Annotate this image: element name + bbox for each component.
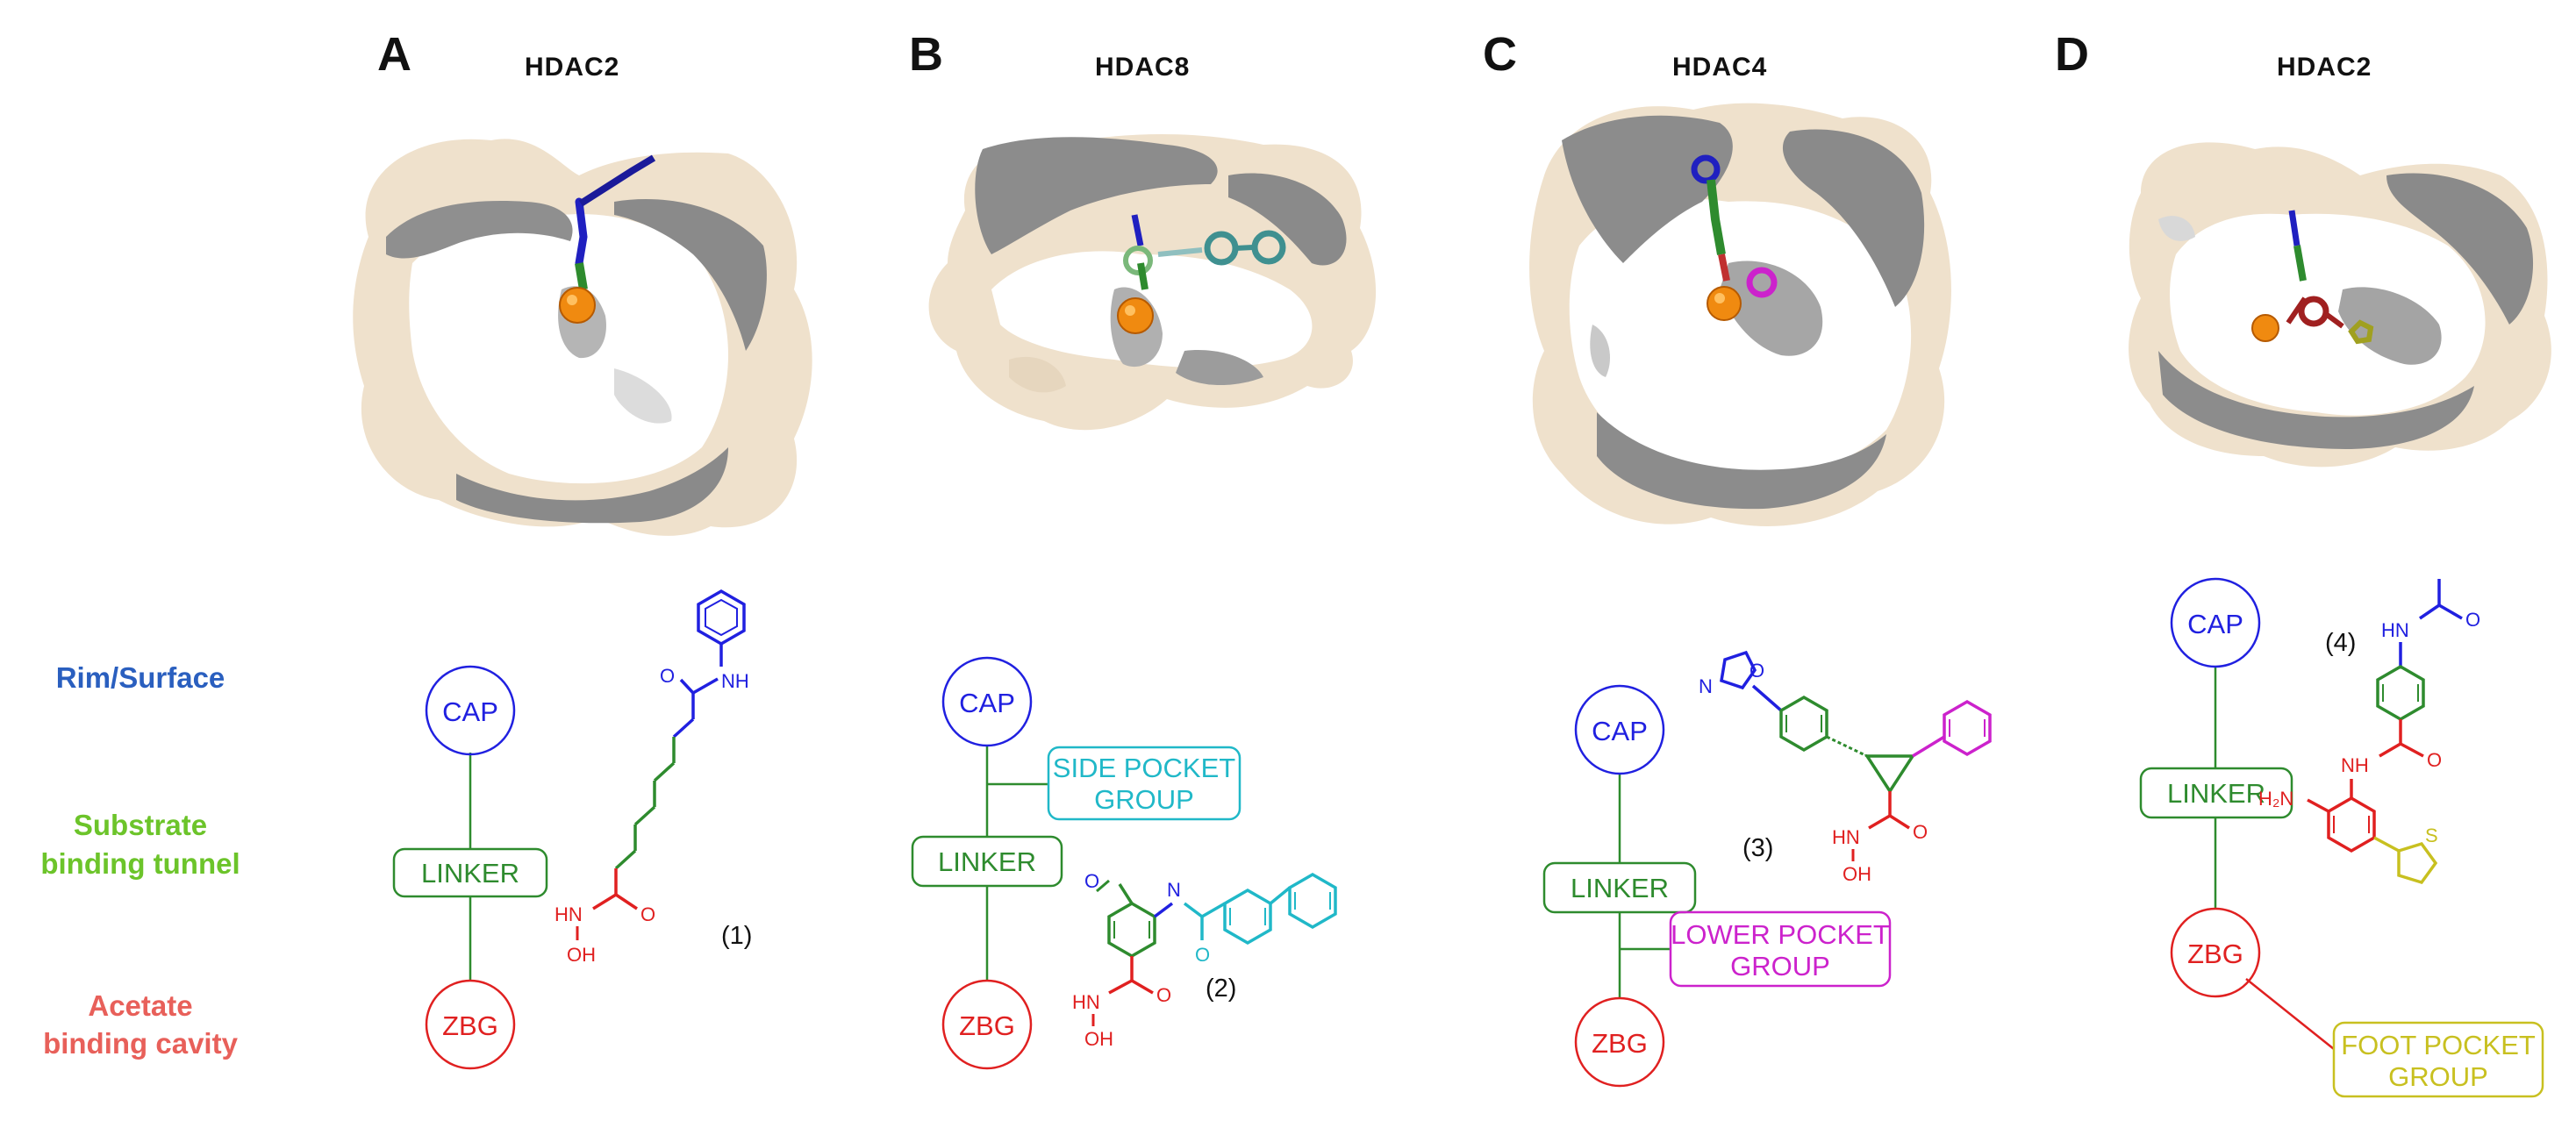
zinc-ion-c [1707, 286, 1742, 321]
row-label-tunnel-1: Substrate [74, 809, 207, 841]
compound-2-label: (2) [1206, 974, 1236, 1003]
atom-nh-4: NH [2341, 754, 2369, 776]
foot-pocket-label-2: GROUP [2388, 1061, 2488, 1092]
row-label-cavity-1: Acetate [88, 989, 192, 1022]
panel-title-b: HDAC8 [1095, 53, 1190, 82]
protein-surface-c [1529, 103, 1951, 526]
atom-o-2c: O [1156, 984, 1171, 1006]
atom-n-3: N [1699, 675, 1713, 697]
ligand-pocket-d [2251, 210, 2374, 345]
cap-circle-d [2170, 577, 2261, 668]
zinc-ion-b [1117, 297, 1154, 334]
panel-title-d: HDAC2 [2277, 53, 2372, 82]
lower-pocket-label-2: GROUP [1730, 951, 1830, 982]
atom-o-2a: O [1084, 870, 1099, 892]
linker-box-d [2139, 767, 2293, 819]
side-pocket-label-2: GROUP [1094, 784, 1194, 815]
zinc-ion-a [559, 287, 596, 324]
atom-s-4: S [2425, 824, 2438, 846]
compound-1-structure: NH O O HN OH [555, 589, 749, 966]
row-label-rim: Rim/Surface [56, 661, 225, 694]
pharmacophore-a: CAP LINKER ZBG [392, 665, 548, 1070]
atom-h2n-4: H₂N [2258, 788, 2293, 810]
linker-label-c: LINKER [1571, 873, 1669, 903]
compound-2-structure: O N O O HN OH [1072, 870, 1337, 1050]
atom-hn-1: HN [555, 903, 583, 925]
protein-surface-d [2129, 142, 2551, 468]
foot-pocket-box [2332, 1021, 2544, 1098]
compound-4-label: (4) [2325, 629, 2356, 657]
panel-label-a: A [377, 28, 411, 81]
linker-label-b: LINKER [938, 846, 1036, 877]
protein-surface-a [353, 139, 812, 536]
cap-label-b: CAP [959, 688, 1015, 718]
zbg-circle-d [2170, 907, 2261, 998]
linker-box-c [1542, 861, 1697, 914]
atom-oh-1: OH [567, 944, 596, 966]
protein-surface-b [928, 134, 1377, 431]
panel-label-d: D [2055, 28, 2089, 81]
atom-o-1a: O [660, 665, 675, 687]
pharmacophore-c: CAP LINKER LOWER POCKET GROUP ZBG [1542, 684, 1892, 1088]
cap-label-a: CAP [442, 696, 498, 727]
linker-label-d: LINKER [2167, 778, 2265, 809]
atom-o-1b: O [640, 903, 655, 925]
atom-nh-1: NH [721, 670, 749, 692]
linker-label-a: LINKER [421, 858, 519, 889]
atom-hn-3: HN [1832, 826, 1860, 848]
panel-label-b: B [909, 28, 943, 81]
pharmacophore-d: CAP LINKER ZBG FOOT POCKET GROUP [2139, 577, 2544, 1098]
cap-circle-a [425, 665, 516, 756]
atom-oh-3: OH [1843, 863, 1871, 885]
panel-title-c: HDAC4 [1672, 53, 1767, 82]
cap-label-c: CAP [1592, 716, 1648, 746]
lower-pocket-box [1669, 910, 1892, 988]
cap-circle-b [941, 656, 1033, 747]
compound-3-structure: O N O HN OH [1699, 650, 1992, 885]
ligand-pocket-b [1117, 214, 1286, 334]
side-pocket-label-1: SIDE POCKET [1053, 753, 1235, 783]
panel-title-a: HDAC2 [525, 53, 619, 82]
ligand-pocket-a [559, 154, 656, 324]
atom-o-4a: O [2465, 609, 2480, 631]
compound-4-structure: O HN O NH H₂N S [2258, 579, 2480, 885]
zbg-circle-b [941, 979, 1033, 1070]
lower-pocket-label-1: LOWER POCKET [1671, 919, 1890, 950]
zbg-circle-c [1574, 996, 1665, 1088]
foot-pocket-label-1: FOOT POCKET [2341, 1030, 2536, 1060]
atom-o-4b: O [2427, 749, 2442, 771]
zbg-label-b: ZBG [959, 1010, 1015, 1041]
compound-1-label: (1) [721, 922, 752, 950]
zinc-ion-d [2251, 314, 2279, 342]
cap-label-d: CAP [2187, 609, 2243, 639]
zbg-circle-a [425, 979, 516, 1070]
atom-o-2b: O [1195, 944, 1210, 966]
pharmacophore-b: CAP SIDE POCKET GROUP LINKER ZBG [911, 656, 1241, 1070]
atom-hn-2: HN [1072, 991, 1100, 1013]
zbg-label-c: ZBG [1592, 1028, 1648, 1059]
cap-circle-c [1574, 684, 1665, 775]
row-label-tunnel-2: binding tunnel [40, 847, 240, 880]
atom-n-2: N [1167, 879, 1181, 901]
side-pocket-box [1047, 746, 1241, 821]
compound-3-label: (3) [1742, 834, 1773, 862]
ligand-pocket-c [1691, 154, 1778, 321]
atom-hn-4a: HN [2381, 619, 2409, 641]
atom-o-3b: O [1913, 821, 1928, 843]
zbg-label-a: ZBG [442, 1010, 498, 1041]
zbg-label-d: ZBG [2187, 939, 2243, 969]
row-label-cavity-2: binding cavity [43, 1027, 239, 1060]
atom-oh-2: OH [1084, 1028, 1113, 1050]
panel-label-c: C [1483, 28, 1517, 81]
linker-box-b [911, 835, 1063, 888]
linker-box-a [392, 847, 548, 898]
atom-o-3a: O [1750, 660, 1764, 682]
